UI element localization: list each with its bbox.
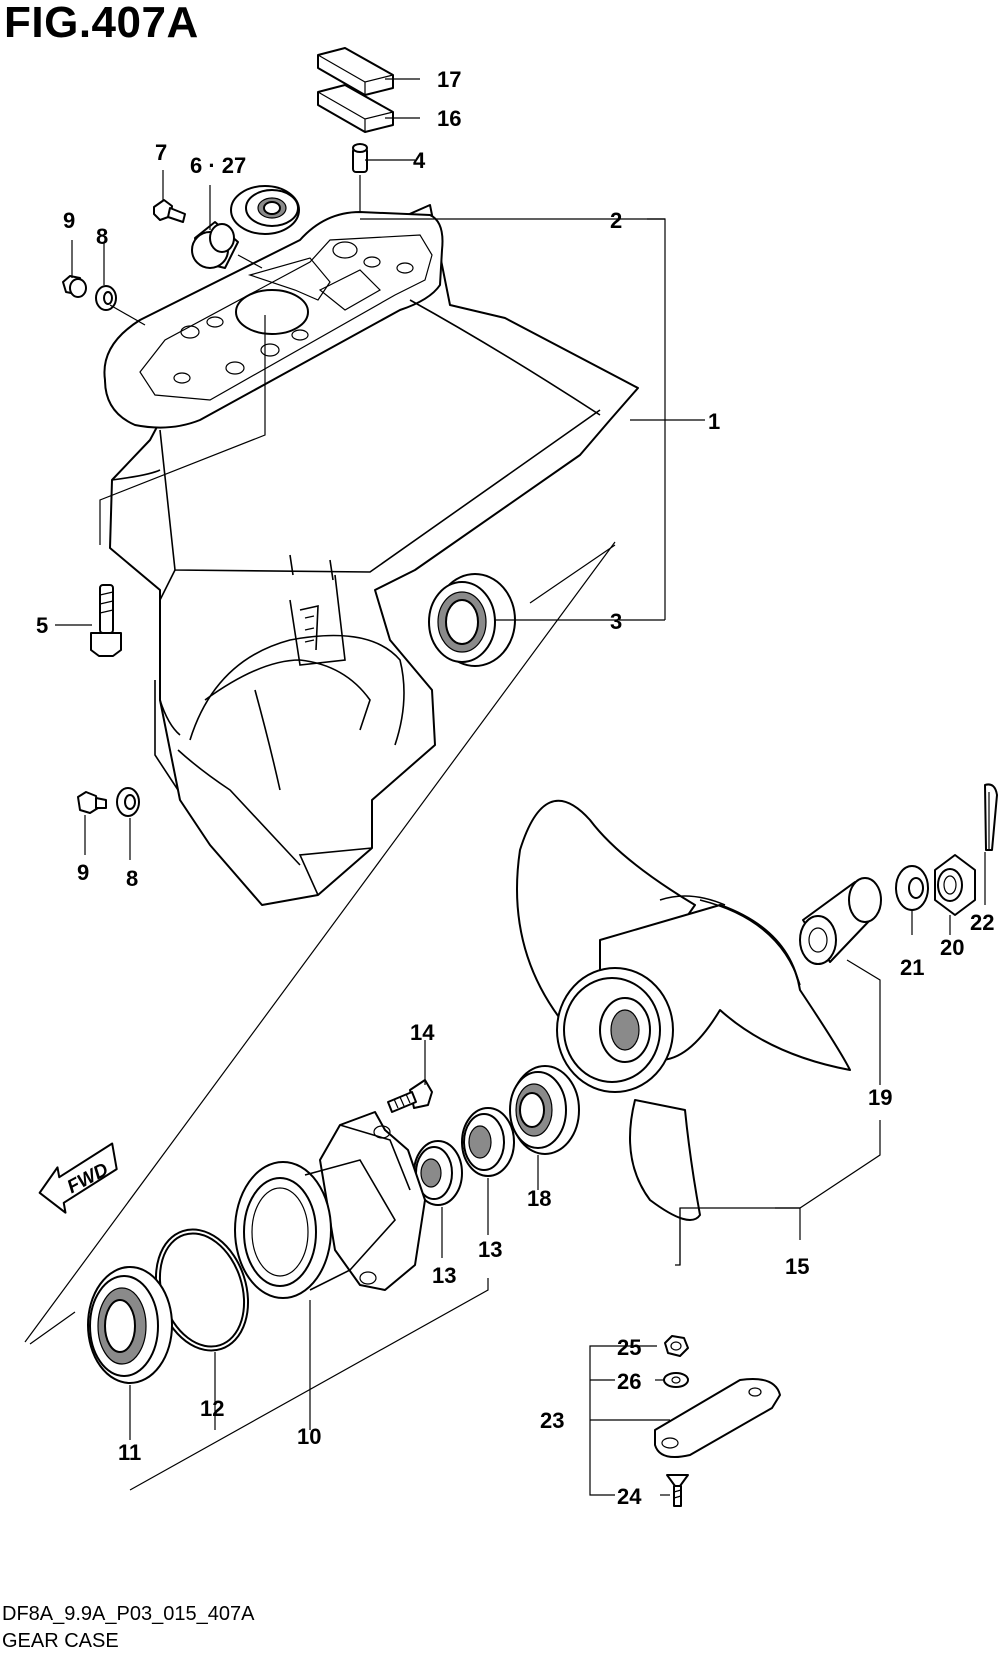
nut-18-drawing	[934, 854, 976, 916]
bearing-3-drawing	[428, 573, 516, 667]
label-part-15: 15	[785, 1254, 809, 1279]
gear-case-drawing	[99, 204, 639, 906]
label-part-16: 19	[868, 1085, 892, 1110]
label-part-26: 26	[617, 1369, 641, 1394]
figure-title: FIG.407A	[4, 0, 199, 47]
spacer-6-drawing	[191, 221, 239, 269]
bolt-14-drawing	[387, 1079, 433, 1113]
label-part-8-lower: 8	[126, 866, 138, 891]
label-part-3: 3	[610, 609, 622, 634]
label-part-5: 5	[36, 613, 48, 638]
label-part-18: 20	[940, 935, 964, 960]
figure-code: DF8A_9.9A_P03_015_407A	[2, 1603, 255, 1625]
label-part-17: 18	[527, 1186, 551, 1211]
bolt-5-drawing	[90, 584, 122, 657]
oil-seal-13b-drawing	[461, 1107, 515, 1177]
cotter-pin-20-drawing	[984, 783, 998, 851]
label-part-22: 17	[437, 67, 461, 92]
label-part-19: 21	[900, 955, 924, 980]
label-part-25: 25	[617, 1335, 641, 1360]
label-part-14: 14	[410, 1020, 435, 1045]
label-part-20: 22	[970, 910, 994, 935]
label-part-13a: 13	[432, 1263, 456, 1288]
leader-lines	[55, 78, 986, 1496]
screw-24-drawing	[666, 1474, 689, 1507]
label-part-4: 4	[413, 148, 426, 173]
stopper-17-drawing	[509, 1065, 580, 1155]
label-part-21: 16	[437, 106, 461, 131]
dowel-pin-4-drawing	[352, 143, 368, 173]
washer-19-drawing	[895, 865, 929, 911]
fwd-axis-line	[24, 541, 616, 1343]
fwd-arrow: FWD	[38, 1142, 118, 1214]
label-part-9-upper: 9	[63, 208, 75, 233]
label-part-8-upper: 8	[96, 224, 108, 249]
plug-9-upper-drawing	[62, 275, 87, 298]
cushion-21-drawing	[317, 84, 394, 133]
bearing-11-drawing	[87, 1266, 173, 1384]
nut-25-drawing	[664, 1335, 689, 1357]
label-part-24: 24	[617, 1484, 642, 1509]
bolt-7-drawing	[153, 199, 186, 223]
trim-tab-23-drawing	[654, 1378, 781, 1458]
label-part-9-lower: 9	[77, 860, 89, 885]
bushing-16-drawing	[799, 877, 882, 965]
washer-26-drawing	[663, 1372, 689, 1388]
cushion-22-drawing	[317, 47, 394, 96]
label-part-23: 23	[540, 1408, 564, 1433]
label-part-11: 11	[118, 1440, 141, 1465]
label-part-13b: 13	[478, 1237, 502, 1262]
label-part-2: 2	[610, 208, 622, 233]
label-part-1: 1	[708, 409, 720, 434]
housing-10-drawing	[234, 1111, 426, 1299]
label-part-12: 12	[200, 1396, 224, 1421]
label-part-6-27: 6 · 27	[190, 153, 246, 178]
figure-caption: GEAR CASE	[2, 1630, 119, 1652]
label-part-10: 10	[297, 1424, 321, 1449]
plug-9-lower-drawing	[77, 791, 107, 814]
o-ring-12-drawing	[154, 1228, 250, 1352]
part-labels: 17 16 4 2 1 3 7 6 · 27 9 8 5 9 8 14 18 1…	[36, 67, 994, 1509]
gasket-8-upper-drawing	[95, 285, 117, 311]
bearing-2-drawing	[230, 185, 300, 235]
gasket-8-lower-drawing	[116, 787, 140, 817]
propeller-15-drawing	[516, 799, 851, 1221]
label-part-7: 7	[155, 140, 167, 165]
